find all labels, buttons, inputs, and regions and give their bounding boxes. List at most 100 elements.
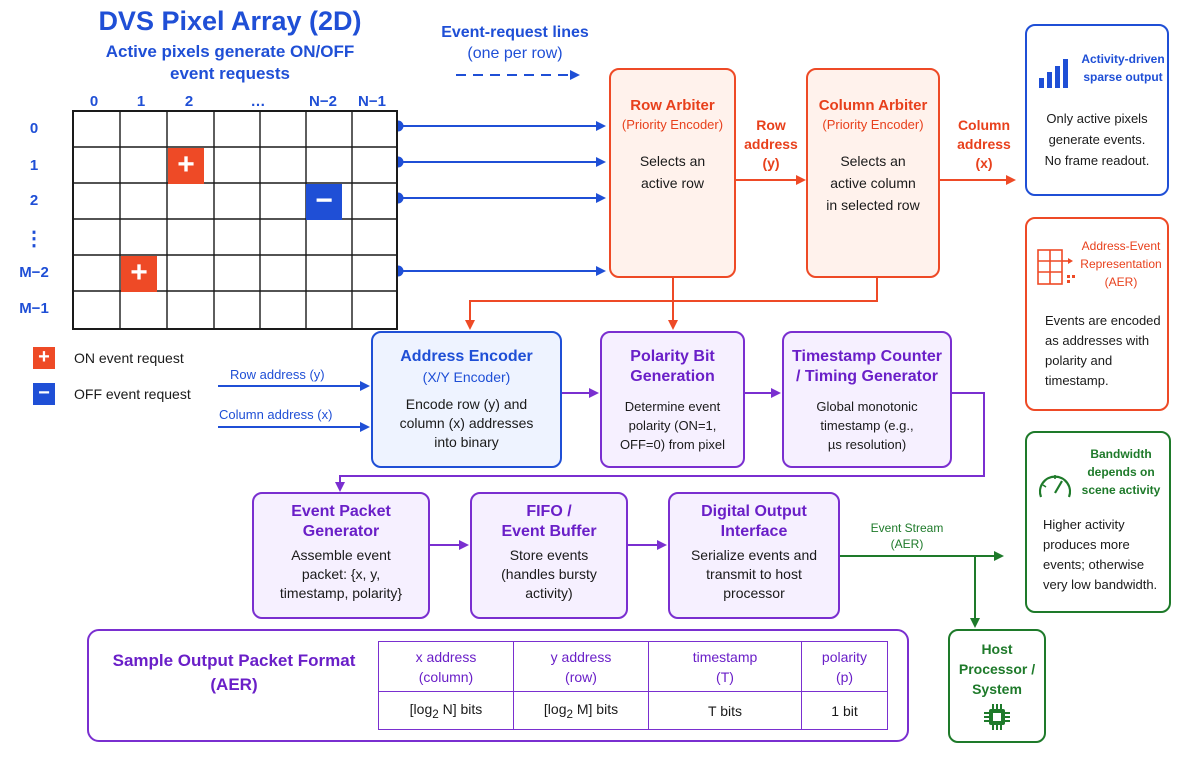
- output-desc-2: transmit to host: [706, 566, 802, 582]
- bits-cell-polarity: 1 bit: [801, 691, 888, 730]
- aer-desc-3: polarity and: [1045, 353, 1113, 368]
- sparse-output-card: Activity-driven sparse output Only activ…: [1025, 24, 1169, 196]
- col-label: …: [250, 93, 266, 110]
- fifo-title-2: Event Buffer: [501, 523, 597, 540]
- polarity-desc-1: Determine event: [624, 399, 721, 414]
- row-arbiter-title: Row Arbiter: [630, 97, 715, 114]
- bandwidth-title: Bandwidth depends on scene activity: [1071, 445, 1171, 499]
- bits-y-post: M] bits: [572, 700, 619, 717]
- fifo-desc-1: Store events: [509, 547, 589, 563]
- output-title-1: Digital Output: [701, 503, 807, 520]
- column-address-line-3: (x): [975, 155, 993, 171]
- bits-y-sub: 2: [566, 707, 573, 721]
- row-address-input-label: Row address (y): [230, 367, 325, 382]
- column-arbiter-title: Column Arbiter: [818, 97, 928, 114]
- pixel-array-title: DVS Pixel Array (2D): [98, 6, 362, 36]
- aer-title-3: (AER): [1104, 275, 1138, 289]
- output-desc-1: Serialize events and: [690, 547, 818, 563]
- row-request-lines: [392, 120, 606, 277]
- packet-format-title-1: Sample Output Packet Format: [112, 651, 356, 670]
- column-address-label: Column address (x): [944, 116, 1024, 173]
- fifo-box: FIFO / Event Buffer Store events (handle…: [470, 492, 628, 619]
- fifo-desc-2: (handles bursty: [501, 566, 597, 582]
- host-line-1: Host: [981, 641, 1013, 657]
- row-label: 1: [29, 157, 39, 174]
- polarity-desc-3: OFF=0) from pixel: [619, 437, 726, 452]
- off-pixel-marker: −: [306, 184, 342, 220]
- sparse-title: Activity-driven sparse output: [1075, 50, 1171, 86]
- bits-x-post: N] bits: [438, 700, 483, 717]
- sparse-desc-1: Only active pixels: [1046, 111, 1148, 126]
- header-cell-y: y address (row): [513, 641, 649, 692]
- row-address-line-2: address: [744, 136, 798, 152]
- row-arbiter-subtitle: (Priority Encoder): [621, 117, 724, 132]
- row-address-label: Row address (y): [737, 116, 805, 173]
- col-label: 0: [89, 93, 99, 110]
- aer-title-1: Address-Event: [1081, 239, 1161, 253]
- bits-cell-y: [log2 M] bits: [513, 691, 649, 730]
- row-arbiter-box: Row Arbiter (Priority Encoder) Selects a…: [609, 68, 736, 278]
- header-y-line-2: (row): [565, 668, 597, 685]
- pixel-grid: [72, 110, 398, 330]
- header-t-line-2: (T): [716, 668, 734, 685]
- packet-format-title: Sample Output Packet Format (AER): [99, 649, 369, 697]
- header-p-line-2: (p): [835, 668, 854, 685]
- sparse-desc: Only active pixels generate events. No f…: [1027, 108, 1167, 171]
- sparse-title-1: Activity-driven: [1081, 52, 1165, 66]
- packet-format-table: x address(column) y address(row) timesta…: [378, 641, 888, 730]
- output-desc-3: processor: [723, 585, 785, 601]
- aer-desc-1: Events are encoded: [1045, 313, 1161, 328]
- request-lines-label-2: (one per row): [467, 45, 563, 62]
- bits-x-pre: [log: [409, 700, 433, 717]
- bandwidth-desc-2: produces more: [1043, 537, 1130, 552]
- aer-desc-4: timestamp.: [1045, 373, 1109, 388]
- fifo-desc-3: activity): [525, 585, 573, 601]
- column-arbiter-desc-1: Selects an: [840, 153, 906, 169]
- bits-cell-timestamp: T bits: [648, 691, 802, 730]
- row-arbiter-desc-2: active row: [640, 175, 705, 191]
- pixel-array-subtitle-2: event requests: [170, 64, 290, 83]
- header-x-line-1: x address: [415, 648, 477, 665]
- bits-x-sub: 2: [432, 707, 439, 721]
- packet-format-panel: Sample Output Packet Format (AER) x addr…: [87, 629, 909, 742]
- timestamp-desc-1: Global monotonic: [816, 399, 918, 414]
- timestamp-desc-3: µs resolution): [827, 437, 907, 452]
- timestamp-counter-box: Timestamp Counter / Timing Generator Glo…: [782, 331, 952, 468]
- column-arbiter-box: Column Arbiter (Priority Encoder) Select…: [806, 68, 940, 278]
- row-label: 0: [29, 120, 39, 137]
- on-pixel-marker: +: [121, 256, 157, 292]
- packet-header-row: x address(column) y address(row) timesta…: [378, 641, 888, 692]
- chip-icon: [984, 704, 1010, 730]
- row-arbiter-desc-1: Selects an: [639, 153, 706, 169]
- packet-format-title-2: (AER): [210, 675, 258, 694]
- aer-title: Address-Event Representation (AER): [1073, 237, 1169, 291]
- column-address-line-2: address: [957, 136, 1011, 152]
- timestamp-title-2: / Timing Generator: [796, 368, 938, 385]
- host-processor-box: Host Processor / System: [948, 629, 1046, 743]
- event-packet-generator-box: Event Packet Generator Assemble event pa…: [252, 492, 430, 619]
- packet-gen-title-2: Generator: [302, 523, 380, 540]
- row-label: M−1: [19, 300, 49, 317]
- header-cell-x: x address(column): [378, 641, 514, 692]
- legend-on-swatch: +: [33, 347, 55, 369]
- address-encoder-desc-3: into binary: [434, 434, 499, 450]
- fifo-title-1: FIFO /: [526, 503, 572, 520]
- col-label: N−1: [358, 93, 386, 110]
- bandwidth-desc-4: very low bandwidth.: [1043, 577, 1158, 592]
- timestamp-to-packet-arrow: [335, 392, 985, 492]
- bandwidth-title-3: scene activity: [1081, 483, 1161, 497]
- sparse-desc-3: No frame readout.: [1044, 153, 1150, 168]
- packet-gen-title-1: Event Packet: [291, 503, 391, 520]
- timestamp-title-1: Timestamp Counter: [792, 348, 942, 365]
- header-y-line-1: y address: [550, 648, 612, 665]
- column-arbiter-subtitle: (Priority Encoder): [822, 117, 924, 132]
- address-encoder-desc-2: column (x) addresses: [399, 415, 534, 431]
- aer-title-2: Representation: [1080, 257, 1162, 271]
- header-p-line-1: polarity: [821, 648, 868, 665]
- pixel-array-subtitle-1: Active pixels generate ON/OFF: [105, 42, 355, 61]
- sparse-title-2: sparse output: [1083, 70, 1163, 84]
- bits-cell-x: [log2 N] bits: [378, 691, 514, 730]
- col-label: 2: [184, 93, 194, 110]
- row-address-line-3: (y): [762, 155, 780, 171]
- bits-p-text: 1 bit: [831, 702, 858, 719]
